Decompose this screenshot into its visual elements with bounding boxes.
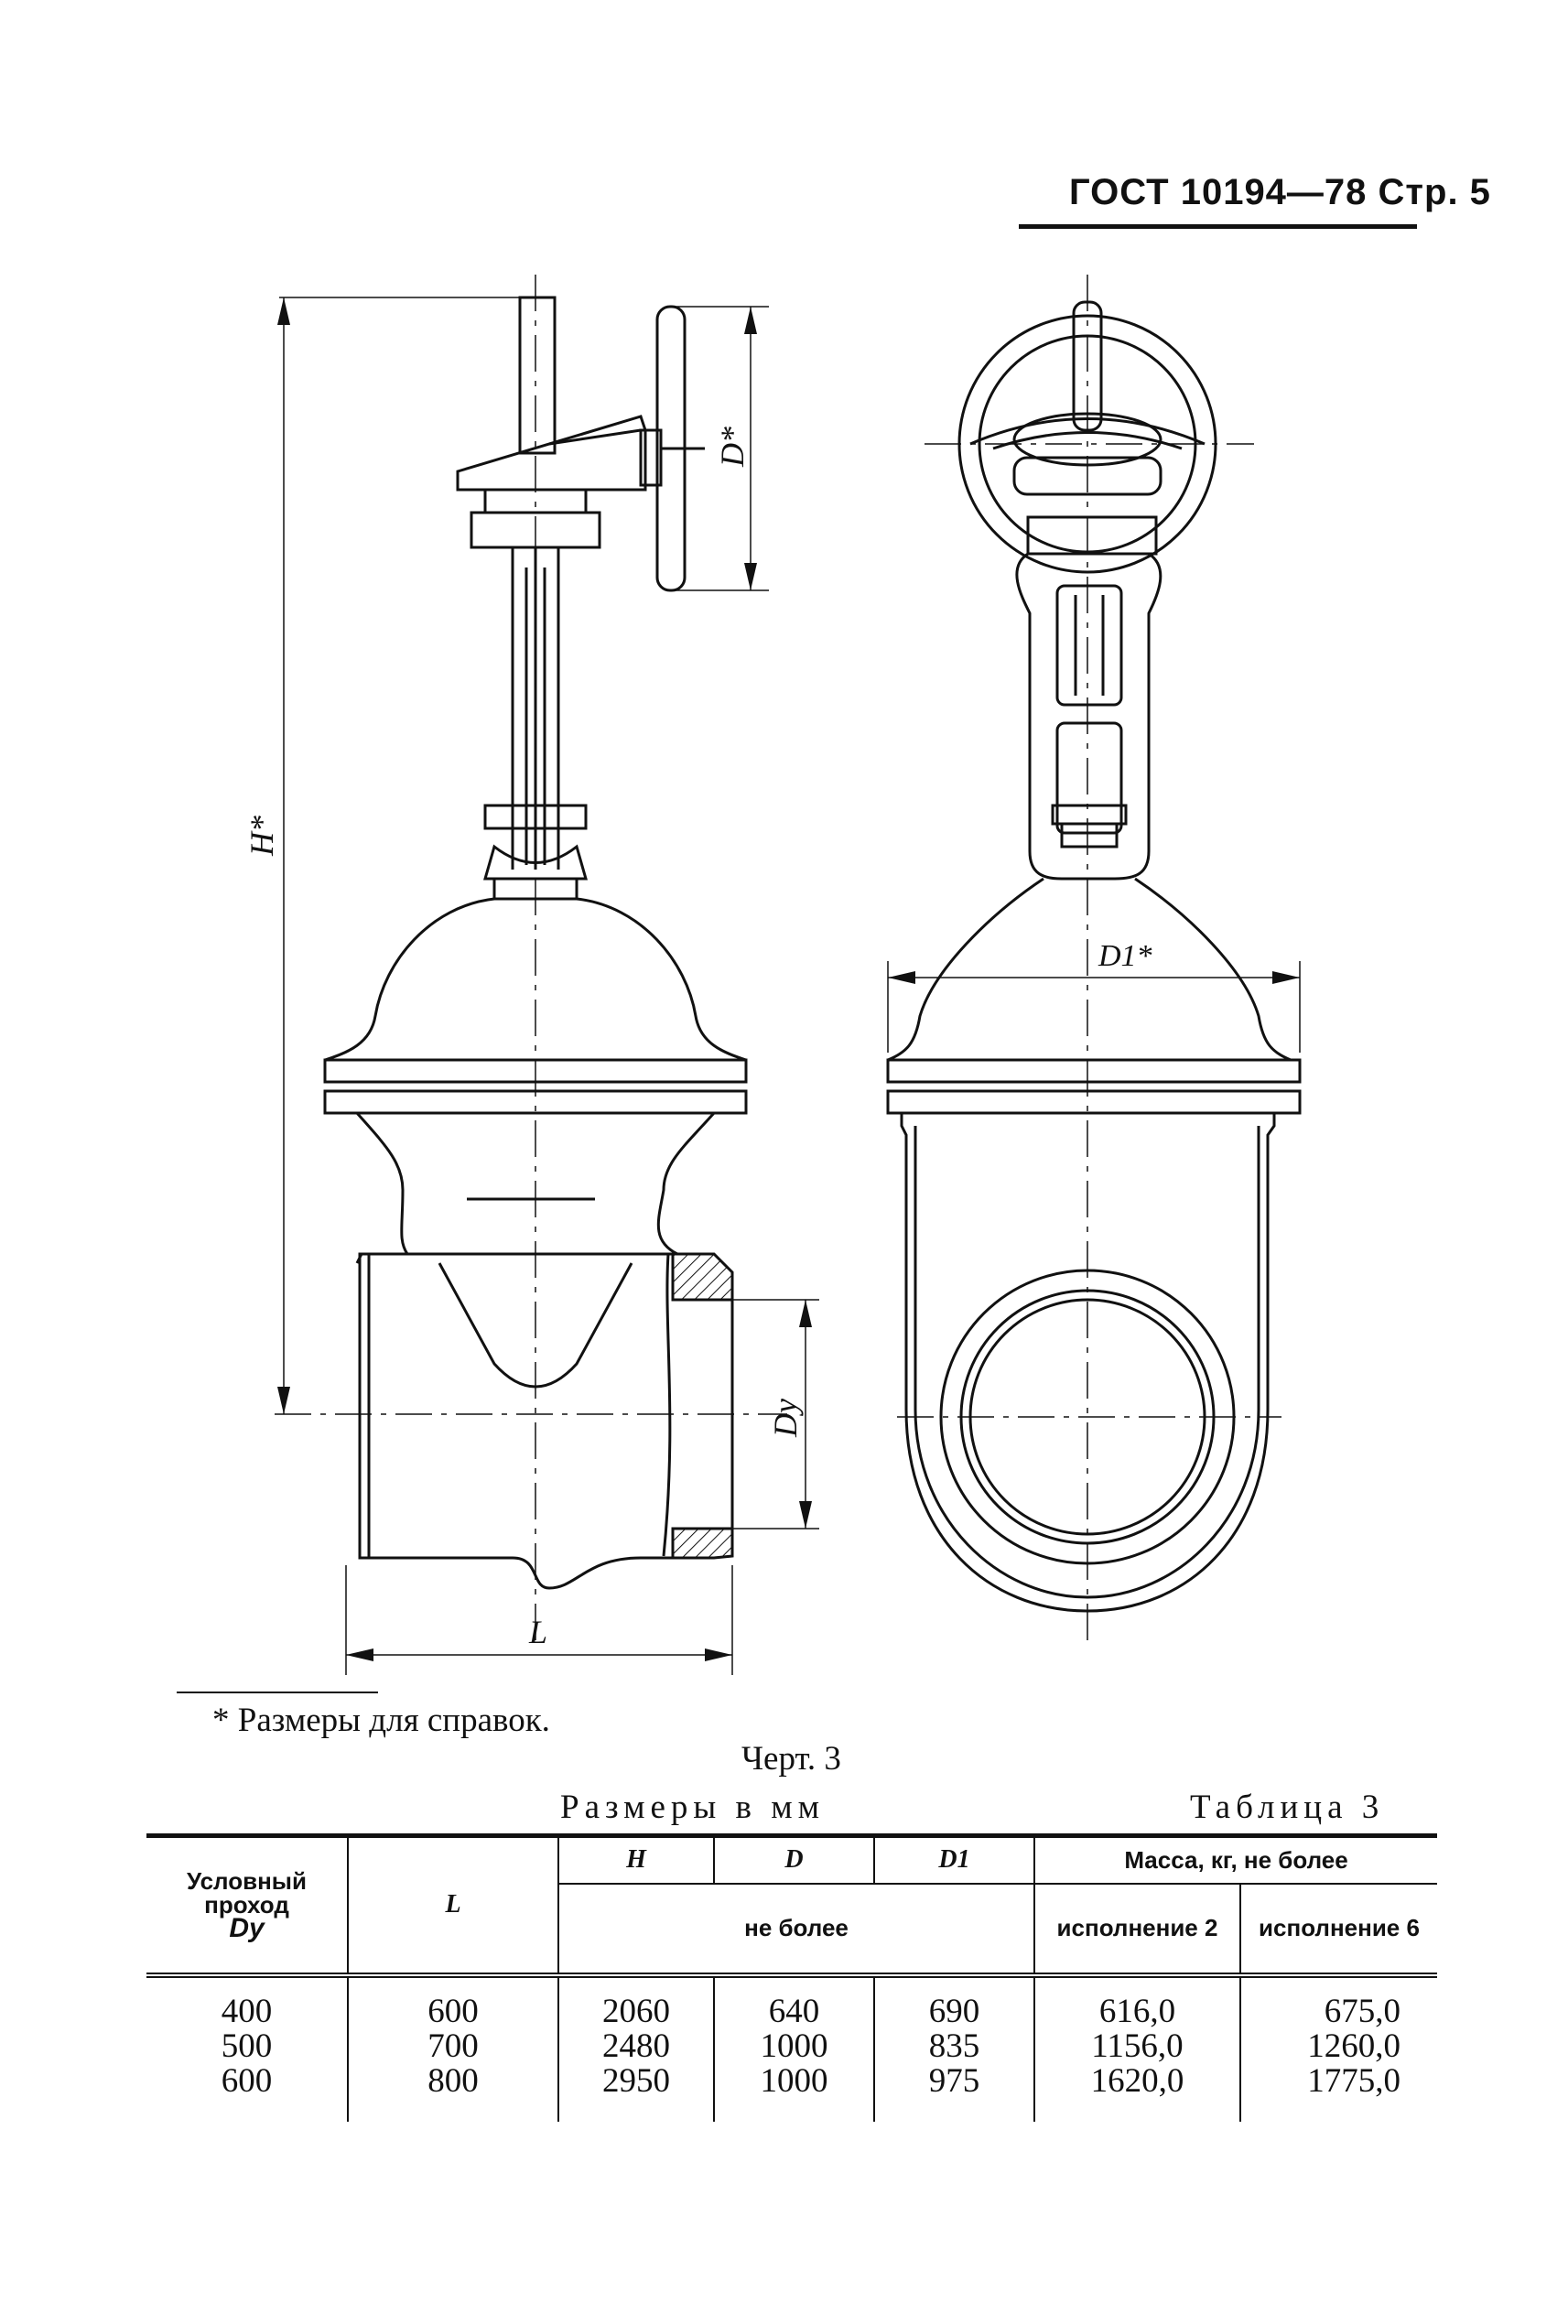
row-400-D1: 690 [928,1992,980,2030]
col-D-header: D [714,1835,875,1885]
front-lower-flange [886,1089,1302,1115]
col-D1-header: D1 [874,1835,1035,1885]
col-D-values: 640 1000 1000 [714,1974,875,2122]
col-H-header: H [558,1835,715,1885]
row-500-dy: 500 [221,2027,273,2065]
header-rule [1019,224,1417,229]
label-D1: D1* [1098,939,1152,973]
gearbox [456,415,647,492]
row-400-D: 640 [768,1992,820,2030]
row-600-dy: 600 [221,2061,273,2100]
exec2-header: исполнение 2 [1034,1883,1241,1975]
col-L-header: L [348,1835,559,1975]
col-H-values: 2060 2480 2950 [558,1974,715,2122]
col-exec2-values: 616,0 1156,0 1620,0 [1034,1974,1241,2122]
mass-header: Масса, кг, не более [1034,1835,1437,1885]
label-L: L [528,1614,547,1650]
col-dy-header: Условный проход Dy [146,1835,349,1975]
col-dy-values: 400 500 600 [146,1974,349,2122]
col-dy-line2: проход [204,1891,289,1919]
row-400-H: 2060 [602,1992,670,2030]
row-600-m6: 1775,0 [1307,2061,1400,2100]
row-600-D1: 975 [928,2061,980,2100]
not-more-header: не более [558,1883,1035,1975]
row-500-D1: 835 [928,2027,980,2065]
row-500-D: 1000 [760,2027,828,2065]
col-dy-symbol: Dy [229,1913,265,1944]
footnote: * Размеры для справок. [212,1702,550,1739]
drawing-caption: Черт. 3 [741,1740,841,1778]
label-Dy: Dy [767,1399,804,1438]
row-600-D: 1000 [760,2061,828,2100]
valve-drawing: H* D* Dy L D1* [243,275,1302,1675]
front-view [886,275,1302,1648]
units-label: Размеры в мм [560,1789,826,1826]
label-D: D* [714,427,751,468]
row-600-m2: 1620,0 [1090,2061,1184,2100]
row-400-m2: 616,0 [1098,1992,1176,2030]
footnote-rule [177,1692,378,1693]
table-label: Таблица 3 [1190,1789,1385,1826]
label-H: H* [243,816,280,857]
row-500-L: 700 [427,2027,479,2065]
spindle [518,296,557,455]
row-400-L: 600 [427,1992,479,2030]
front-upper-flange [886,1058,1302,1084]
page-header-title: ГОСТ 10194—78 Стр. 5 [1069,172,1491,212]
col-dy-line1: Условный [187,1867,307,1896]
row-400-dy: 400 [221,1992,273,2030]
row-500-H: 2480 [602,2027,670,2065]
row-600-H: 2950 [602,2061,670,2100]
col-L-values: 600 700 800 [348,1974,559,2122]
col-exec6-values: 675,0 1260,0 1775,0 [1240,1975,1437,2122]
exec6-header: исполнение 6 [1259,1914,1420,1941]
row-500-m2: 1156,0 [1091,2027,1184,2065]
row-500-m6: 1260,0 [1307,2027,1400,2065]
row-400-m6: 675,0 [1324,1992,1400,2030]
side-view [275,275,819,1675]
col-D1-values: 690 835 975 [874,1974,1035,2122]
row-600-L: 800 [427,2061,479,2100]
dimensions-table: Условный проход Dy L H D D1 Масса, кг, н… [146,1833,1437,2122]
